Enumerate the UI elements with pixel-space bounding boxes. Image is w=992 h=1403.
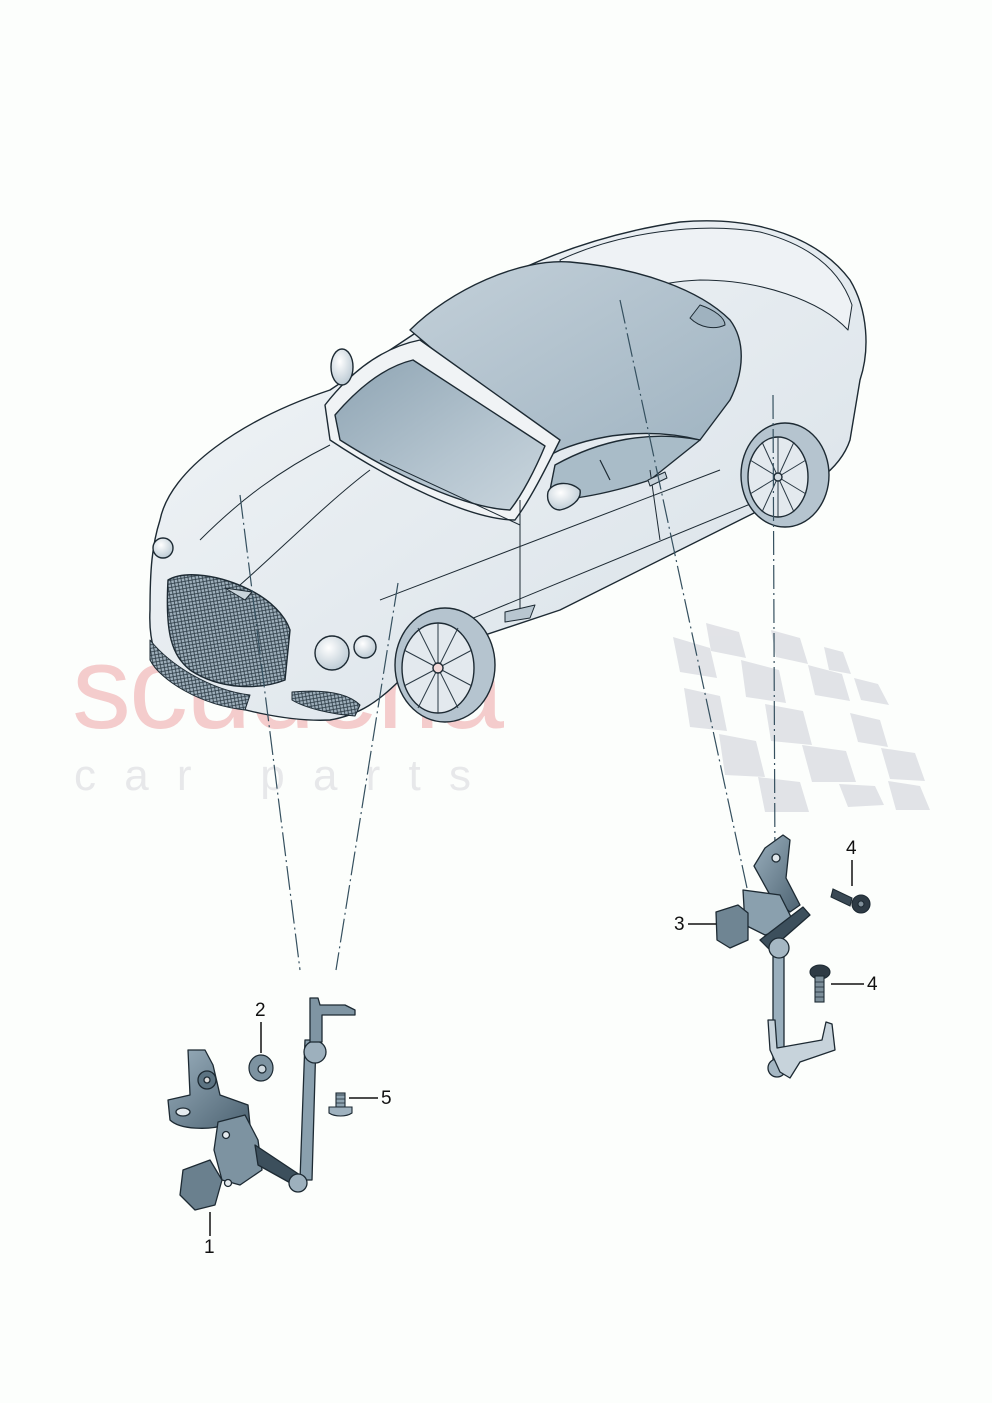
front-wheel [394, 607, 496, 723]
leader-lines [239, 299, 776, 971]
callout-1[interactable]: 1 [204, 1237, 215, 1258]
headlamp-right-aux [353, 635, 377, 659]
nut[interactable] [248, 1054, 274, 1082]
front-grille [166, 574, 291, 688]
callout-2[interactable]: 2 [255, 1000, 266, 1021]
callout-4-lower[interactable]: 4 [867, 974, 878, 995]
watermark-tagline: c a r p a r t s [74, 751, 479, 800]
callout-5[interactable]: 5 [381, 1088, 392, 1109]
rear-wheel [740, 422, 830, 528]
sensor-connector [179, 1159, 223, 1211]
front-level-sensor[interactable] [167, 997, 356, 1211]
car-illustration [149, 220, 867, 723]
headlamp-left-outer [152, 537, 174, 559]
ball-joint-top [303, 1040, 327, 1064]
rear-level-sensor[interactable] [715, 834, 836, 1079]
left-mirror [330, 348, 354, 386]
callout-3[interactable]: 3 [674, 914, 685, 935]
headlamp-right-main [314, 635, 350, 671]
callout-leaders [209, 860, 864, 1236]
right-mirror [546, 482, 581, 511]
ball-joint-bottom [288, 1173, 308, 1193]
bolt-5[interactable] [328, 1092, 353, 1117]
windscreen [334, 359, 546, 511]
sensor-connector [715, 904, 749, 949]
checkered-flag-icon [673, 623, 930, 812]
bolt-4-lower[interactable] [809, 964, 831, 1003]
ball-joint-top [768, 937, 790, 959]
callout-4-upper[interactable]: 4 [846, 838, 857, 859]
bolt-4-upper[interactable] [830, 888, 871, 914]
